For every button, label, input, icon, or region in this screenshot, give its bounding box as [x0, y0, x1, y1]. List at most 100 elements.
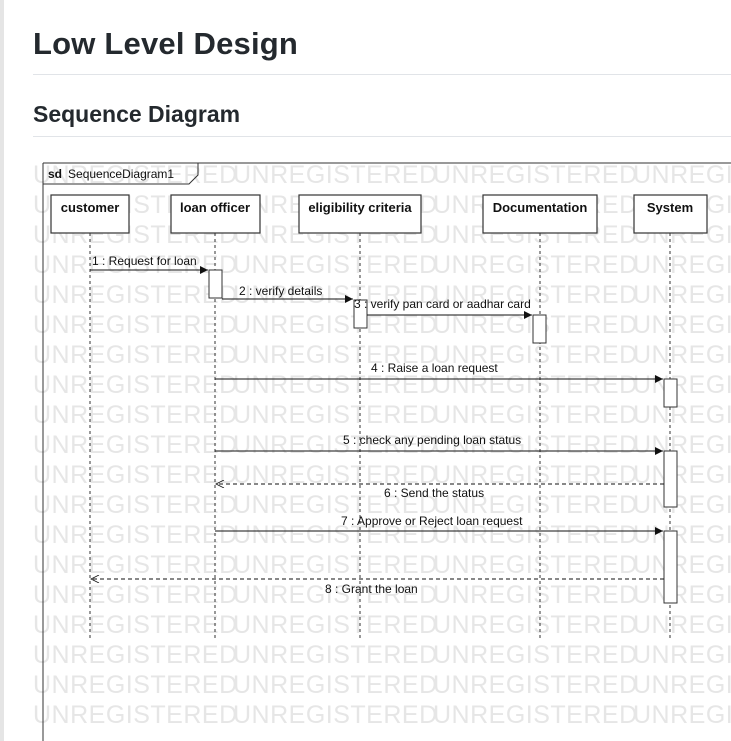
watermark-text: UNREGISTERED	[233, 671, 438, 699]
activation-loan-officer	[208, 269, 223, 299]
watermark-text: UNREGISTERED	[633, 551, 731, 579]
watermark-text: UNREGISTERED	[433, 671, 638, 699]
watermark-text: UNREGISTERED	[433, 401, 638, 429]
section-divider	[33, 136, 731, 137]
watermark-text: UNREGISTERED	[433, 521, 638, 549]
watermark-text: UNREGISTERED	[433, 161, 638, 189]
watermark-text: UNREGISTERED	[233, 491, 438, 519]
watermark-text: UNREGISTERED	[433, 551, 638, 579]
watermark-text: UNREGISTERED	[633, 581, 731, 609]
watermark-text: UNREGISTERED	[33, 281, 238, 309]
lifeline-label: eligibility criteria	[308, 200, 412, 215]
title-divider	[33, 74, 731, 75]
watermark-text: UNREGISTERED	[433, 461, 638, 489]
message-label: 7 : Approve or Reject loan request	[341, 514, 523, 528]
watermark-text: UNREGISTERED	[233, 341, 438, 369]
watermark-text: UNREGISTERED	[233, 401, 438, 429]
watermark-text: UNREGISTERED	[233, 701, 438, 729]
activation-system-2	[663, 450, 678, 508]
watermark-text: UNREGISTERED	[33, 401, 238, 429]
watermark-text: UNREGISTERED	[33, 671, 238, 699]
message-label: 2 : verify details	[239, 284, 322, 298]
frame-keyword: sd	[48, 167, 62, 181]
watermark-text: UNREGISTERED	[33, 491, 238, 519]
message-1: 1 : Request for loan	[90, 254, 208, 274]
watermark-text: UNREGISTERED	[633, 281, 731, 309]
watermark-text: UNREGISTERED	[633, 491, 731, 519]
watermark-text: UNREGISTERED	[33, 521, 238, 549]
message-2: 2 : verify details	[222, 284, 353, 303]
watermark-text: UNREGISTERED	[633, 431, 731, 459]
watermark-text: UNREGISTERED	[33, 641, 238, 669]
watermark-text: UNREGISTERED	[33, 611, 238, 639]
message-3: 3 : verify pan card or aadhar card	[354, 297, 532, 319]
watermark-text: UNREGISTERED	[33, 551, 238, 579]
lifeline-loan-officer: loan officer	[170, 194, 261, 638]
activation-system-3	[663, 530, 678, 604]
watermark-text: UNREGISTERED	[33, 371, 238, 399]
activation-bars	[208, 269, 678, 604]
lifeline-label: loan officer	[180, 200, 250, 215]
message-label: 8 : Grant the loan	[325, 582, 418, 596]
watermark-text: UNREGISTERED	[633, 371, 731, 399]
messages: 1 : Request for loan 2 : verify details …	[90, 254, 664, 596]
watermark-text: UNREGISTERED	[33, 581, 238, 609]
lifelines: customer loan officer eligibility criter…	[50, 194, 708, 638]
activation-documentation	[532, 314, 547, 344]
lifeline-customer: customer	[50, 194, 130, 638]
message-5: 5 : check any pending loan status	[215, 433, 663, 455]
watermark-text: UNREGISTERED	[233, 581, 438, 609]
page-left-border	[0, 0, 4, 741]
message-label: 3 : verify pan card or aadhar card	[354, 297, 531, 311]
watermark-text: UNREGISTERED	[233, 521, 438, 549]
lifeline-label: customer	[61, 200, 120, 215]
watermark-text: UNREGISTERED	[433, 341, 638, 369]
watermark-text: UNREGISTERED	[633, 311, 731, 339]
watermark-text: UNREGISTERED	[33, 461, 238, 489]
watermark-text: UNREGISTERED	[633, 611, 731, 639]
watermark-text: UNREGISTERED	[233, 311, 438, 339]
watermark-text: UNREGISTERED	[633, 251, 731, 279]
watermark-text: UNREGISTERED	[633, 461, 731, 489]
page-title: Low Level Design	[33, 26, 299, 61]
watermark-text: UNREGISTERED	[633, 161, 731, 189]
lifeline-system: System	[633, 194, 708, 638]
section-heading: Sequence Diagram	[33, 101, 241, 127]
watermark-text: UNREGISTERED	[233, 551, 438, 579]
lifeline-label: Documentation	[493, 200, 588, 215]
watermark-text: UNREGISTERED	[633, 521, 731, 549]
message-4: 4 : Raise a loan request	[215, 361, 663, 383]
message-label: 1 : Request for loan	[92, 254, 197, 268]
watermark-text: UNREGISTERED	[633, 341, 731, 369]
watermark-text: UNREGISTERED	[433, 431, 638, 459]
watermark-text: UNREGISTERED	[233, 641, 438, 669]
watermark-text: UNREGISTERED	[233, 461, 438, 489]
message-8: 8 : Grant the loan	[91, 579, 664, 596]
watermark-text: UNREGISTERED	[433, 701, 638, 729]
watermark-text: UNREGISTERED	[433, 281, 638, 309]
lifeline-documentation: Documentation	[482, 194, 598, 638]
watermark-text: UNREGISTERED	[433, 491, 638, 519]
message-6: 6 : Send the status	[216, 484, 664, 500]
lifeline-label: System	[647, 200, 693, 215]
watermark-text: UNREGISTERED	[633, 701, 731, 729]
watermark-text: UNREGISTERED	[433, 371, 638, 399]
frame-name: SequenceDiagram1	[68, 167, 174, 181]
watermark-text: UNREGISTERED	[33, 431, 238, 459]
watermark-text: UNREGISTERED	[433, 611, 638, 639]
watermark-text: UNREGISTERED	[433, 581, 638, 609]
watermark-text: UNREGISTERED	[233, 371, 438, 399]
frame-label: sd SequenceDiagram1	[48, 167, 174, 181]
watermark-text: UNREGISTERED	[633, 401, 731, 429]
interaction-frame: sd SequenceDiagram1	[42, 162, 731, 741]
watermark-text: UNREGISTERED	[433, 251, 638, 279]
message-label: 5 : check any pending loan status	[343, 433, 521, 447]
message-label: 4 : Raise a loan request	[371, 361, 498, 375]
watermark-text: UNREGISTERED	[233, 161, 438, 189]
watermark-text: UNREGISTERED	[33, 341, 238, 369]
watermark-text: UNREGISTERED	[633, 671, 731, 699]
activation-system-1	[663, 378, 678, 408]
watermark-text: UNREGISTERED	[433, 641, 638, 669]
activation-eligibility-criteria	[353, 299, 368, 329]
